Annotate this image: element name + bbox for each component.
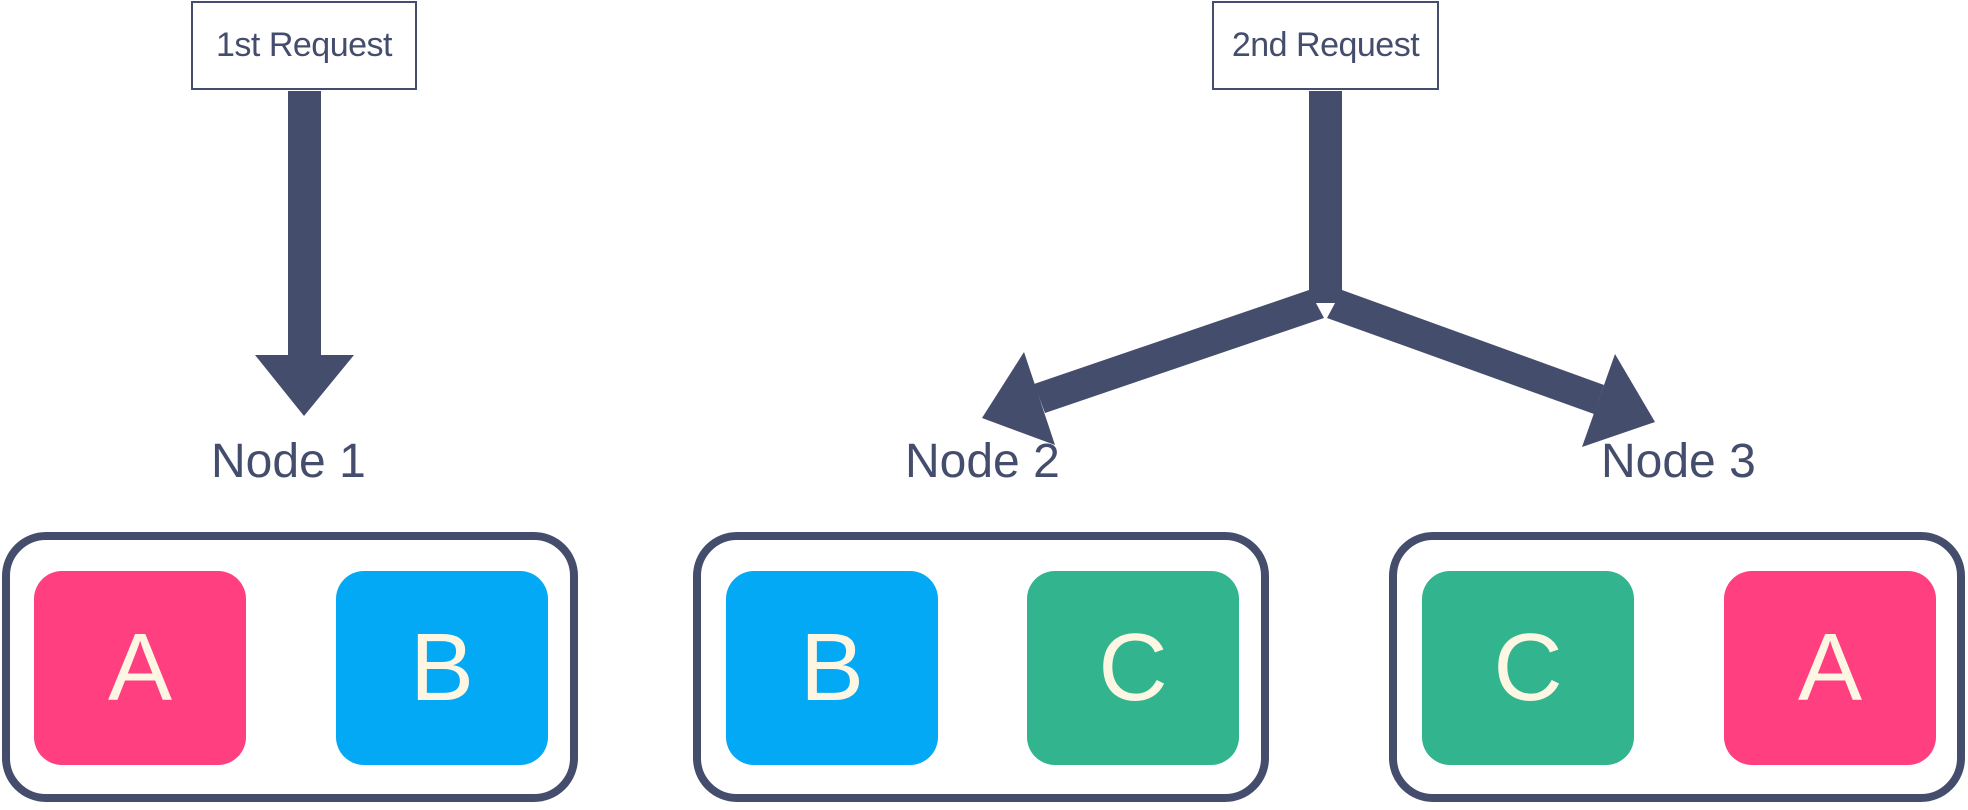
arrow-split [1309, 91, 1342, 303]
shard-b: B [336, 571, 548, 765]
shard-c: C [1027, 571, 1239, 765]
shard-a: A [34, 571, 246, 765]
request-2-box: 2nd Request [1212, 1, 1439, 90]
node-1-label: Node 1 [211, 435, 366, 488]
request-1-label: 1st Request [216, 26, 392, 64]
arrow-to-node-2 [982, 290, 1324, 445]
request-1-box: 1st Request [191, 1, 417, 90]
shard-b: B [726, 571, 938, 765]
request-2-label: 2nd Request [1231, 26, 1420, 64]
shard-a: A [1724, 571, 1936, 765]
shard-c: C [1422, 571, 1634, 765]
node-2-label: Node 2 [905, 435, 1060, 488]
node-3-label: Node 3 [1601, 435, 1756, 488]
arrow-to-node-1 [255, 91, 354, 416]
arrow-to-node-3 [1327, 290, 1655, 447]
